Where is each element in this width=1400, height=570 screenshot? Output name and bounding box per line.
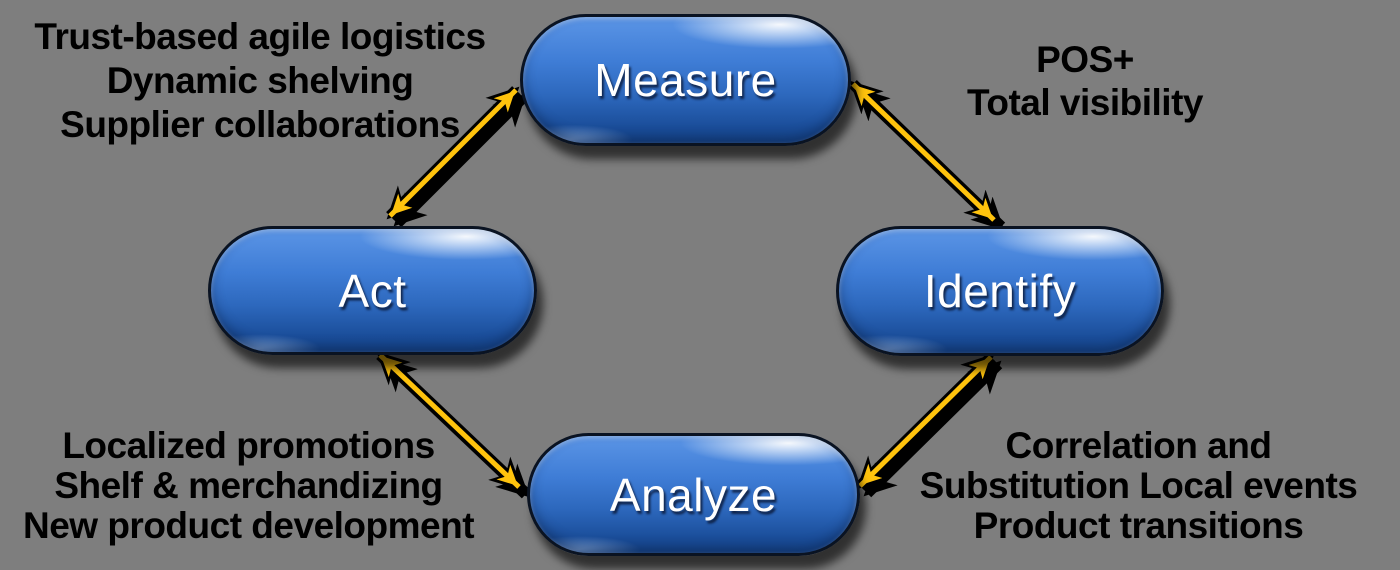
node-identify: Identify bbox=[836, 226, 1164, 356]
annotation-line: Shelf & merchandizing bbox=[54, 465, 443, 506]
annotation-line: Product transitions bbox=[973, 505, 1304, 546]
annotation-bottom-right: Correlation and Substitution Local event… bbox=[890, 426, 1387, 546]
node-identify-label: Identify bbox=[923, 265, 1077, 317]
arrow-measure-identify bbox=[849, 80, 1006, 232]
node-analyze-label: Analyze bbox=[609, 468, 778, 521]
annotation-line: Dynamic shelving bbox=[106, 60, 414, 101]
arrow-act-analyze bbox=[376, 351, 531, 499]
annotation-line: Localized promotions bbox=[62, 425, 435, 466]
annotation-line: New product development bbox=[22, 505, 475, 546]
node-analyze: Analyze bbox=[527, 433, 860, 556]
annotation-line: POS+ bbox=[1036, 39, 1134, 80]
annotation-bottom-left: Localized promotions Shelf & merchandizi… bbox=[0, 426, 497, 546]
annotation-line: Supplier collaborations bbox=[60, 104, 460, 145]
node-measure: Measure bbox=[520, 14, 851, 146]
annotation-top-left: Trust-based agile logistics Dynamic shel… bbox=[10, 15, 510, 147]
annotation-top-right: POS+ Total visibility bbox=[885, 38, 1285, 124]
annotation-line: Trust-based agile logistics bbox=[34, 16, 486, 57]
arrow-measure-act bbox=[386, 86, 528, 228]
annotation-line: Correlation and bbox=[1005, 425, 1272, 466]
annotation-line: Total visibility bbox=[967, 82, 1203, 123]
annotation-line: Substitution Local events bbox=[919, 465, 1358, 506]
arrow-identify-analyze bbox=[856, 353, 1003, 498]
node-act: Act bbox=[208, 226, 537, 355]
node-act-label: Act bbox=[338, 264, 407, 317]
node-measure-label: Measure bbox=[594, 54, 777, 106]
